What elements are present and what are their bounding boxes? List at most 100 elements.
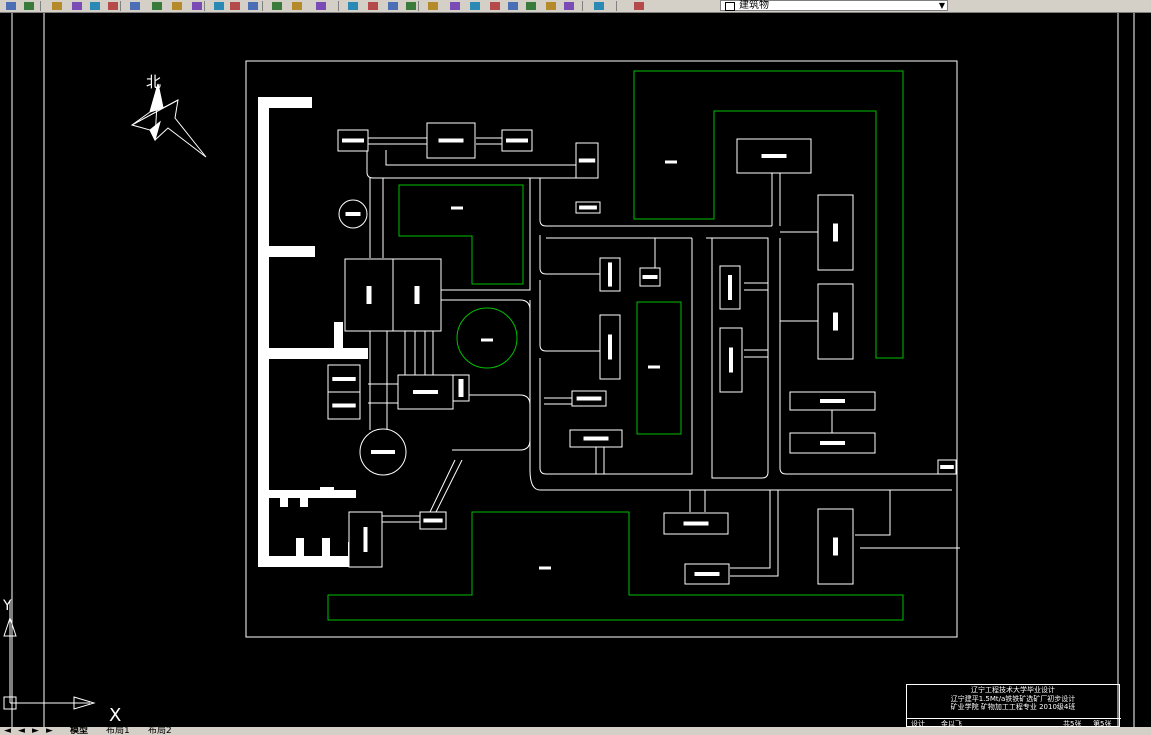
building-label-mark	[683, 521, 709, 526]
plot-icon[interactable]	[632, 0, 646, 11]
building-label-mark	[729, 347, 733, 373]
preview-icon[interactable]	[70, 0, 84, 11]
building-label-mark	[608, 334, 612, 360]
toolbar-separator	[418, 1, 419, 11]
building-label-mark	[345, 212, 361, 216]
building-label-mark	[642, 275, 658, 279]
zoom-window-icon[interactable]	[314, 0, 328, 11]
building-label-mark	[608, 262, 612, 287]
sheetset-icon[interactable]	[426, 0, 440, 11]
north-arrow-icon	[130, 83, 207, 158]
building-label-mark	[940, 465, 954, 469]
layer-dropdown[interactable]: 建筑物 ▼	[720, 0, 948, 11]
toolbar-separator	[204, 1, 205, 11]
building-label-mark	[423, 518, 443, 523]
preview-icon[interactable]	[592, 0, 606, 11]
area-label-mark	[481, 338, 493, 342]
save-icon[interactable]	[22, 0, 36, 11]
cell-name: 金以飞	[941, 720, 962, 728]
layer-name: 建筑物	[739, 0, 769, 11]
toolbar-separator	[338, 1, 339, 11]
building-label-mark	[578, 158, 596, 163]
paste-icon[interactable]	[170, 0, 184, 11]
chevron-down-icon[interactable]: ▼	[938, 1, 945, 10]
building-label-mark	[833, 312, 838, 331]
print-icon[interactable]	[50, 0, 64, 11]
zoom-previous-icon[interactable]	[346, 0, 360, 11]
toolbar-separator	[40, 1, 41, 11]
print-icon[interactable]	[562, 0, 576, 11]
cell-design: 设计	[911, 720, 925, 728]
tab-layout1[interactable]: 布局1	[106, 727, 130, 735]
building-label-mark	[332, 403, 356, 408]
building-label-mark	[366, 286, 372, 304]
tab-nav-prev[interactable]: ◄	[18, 727, 25, 735]
building-label-mark	[579, 205, 597, 210]
building-label-mark	[761, 154, 787, 158]
title-block: 辽宁工程技术大学毕业设计 辽宁建平1.5Mt/a铁铁矿选矿厂初步设计 矿业学院 …	[906, 684, 1121, 728]
tab-nav-last[interactable]: ►	[46, 727, 53, 735]
publish-icon[interactable]	[106, 0, 120, 11]
drawing-svg	[3, 13, 1135, 727]
building-label-mark	[694, 572, 720, 576]
undo-icon[interactable]	[228, 0, 242, 11]
redo-icon[interactable]	[246, 0, 260, 11]
building-label-mark	[438, 138, 464, 143]
zoom-realtime-icon[interactable]	[290, 0, 304, 11]
rail-wall	[258, 97, 372, 567]
area-label-mark	[665, 160, 677, 164]
area-label-mark	[648, 365, 660, 369]
buildings	[327, 122, 957, 585]
layout-tabs: ◄ ◄ ► ► 模型 布局1 布局2	[0, 727, 1151, 735]
properties-icon[interactable]	[366, 0, 380, 11]
tab-model[interactable]: 模型	[70, 727, 89, 735]
building-label-mark	[820, 399, 845, 403]
plot-icon[interactable]	[88, 0, 102, 11]
building-label-mark	[833, 223, 838, 242]
toolpalettes-icon[interactable]	[404, 0, 418, 11]
area-label-mark	[539, 566, 551, 570]
new-icon[interactable]	[524, 0, 538, 11]
building-label-mark	[363, 527, 368, 552]
building-label-mark	[820, 441, 845, 445]
calculator-icon[interactable]	[468, 0, 482, 11]
tab-layout2[interactable]: 布局2	[148, 727, 172, 735]
markup-icon[interactable]	[448, 0, 462, 11]
building-label-mark	[332, 377, 356, 381]
tab-nav-first[interactable]: ◄	[4, 727, 11, 735]
toolbar-separator	[262, 1, 263, 11]
sheet-border	[245, 60, 958, 638]
copy-icon[interactable]	[150, 0, 164, 11]
area-label-mark	[451, 206, 463, 210]
north-label: 北	[146, 73, 162, 91]
ucs-icon	[3, 600, 96, 710]
matchprop-icon[interactable]	[190, 0, 204, 11]
ucs-y-label: Y	[3, 598, 12, 614]
tab-nav-next[interactable]: ►	[32, 727, 39, 735]
title-line-2: 辽宁建平1.5Mt/a铁铁矿选矿厂初步设计	[950, 695, 1076, 703]
save-icon[interactable]	[544, 0, 558, 11]
ucs-x-label: X	[109, 705, 122, 726]
toolbar-separator	[120, 1, 121, 11]
pan-icon[interactable]	[270, 0, 284, 11]
building-label-mark	[728, 275, 732, 300]
designcenter-icon[interactable]	[386, 0, 400, 11]
new-icon[interactable]	[4, 0, 18, 11]
cell-no: 第5张	[1093, 720, 1112, 728]
building-label-mark	[583, 436, 609, 441]
standard-toolbar: 建筑物 ▼	[0, 0, 1151, 13]
cut-icon[interactable]	[128, 0, 142, 11]
toolbar-separator	[582, 1, 583, 11]
blockeditor-icon[interactable]	[212, 0, 226, 11]
model-space-canvas[interactable]: 北 X Y	[0, 13, 1151, 727]
layer-manager-icon[interactable]	[506, 0, 520, 11]
cell-sheet: 共5张	[1063, 720, 1082, 728]
building-label-mark	[414, 286, 420, 304]
building-label-mark	[833, 537, 838, 556]
building-label-mark	[342, 138, 364, 143]
building-label-mark	[576, 396, 602, 401]
roads	[366, 137, 960, 577]
building-label-mark	[413, 390, 438, 394]
title-line-3: 矿业学院 矿物加工工程专业 2010级4班	[950, 703, 1076, 711]
help-icon[interactable]	[488, 0, 502, 11]
